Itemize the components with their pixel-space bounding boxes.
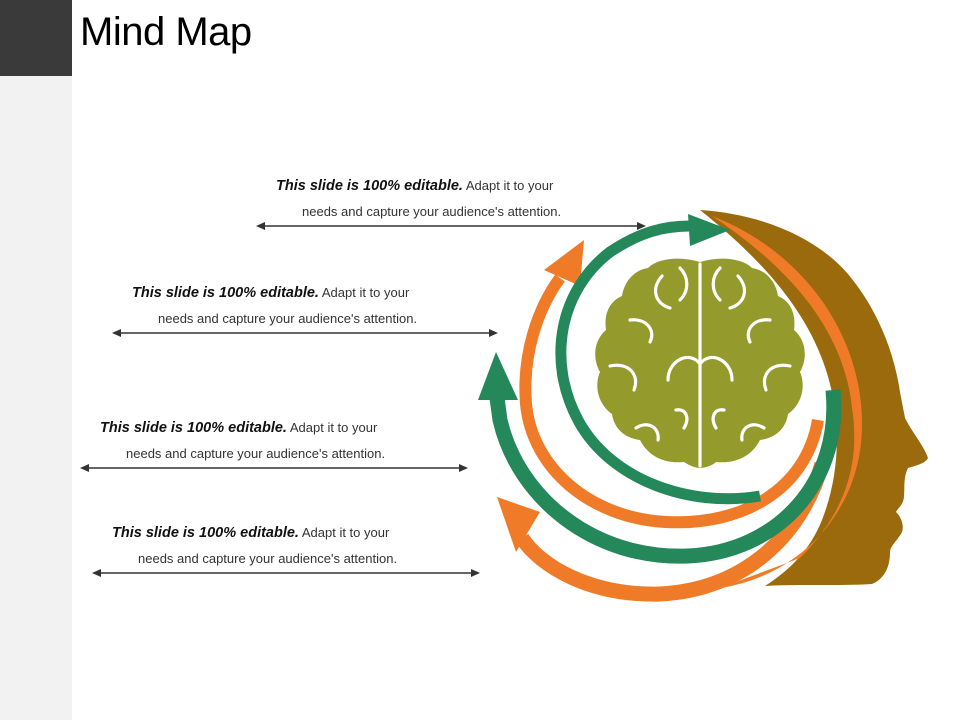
callout-1-line2: needs and capture your audience's attent… bbox=[302, 204, 562, 219]
green-inner-arrowhead bbox=[688, 214, 730, 246]
callout-4-rest: Adapt it to your bbox=[298, 525, 390, 540]
callout-4: This slide is 100% editable. Adapt it to… bbox=[92, 520, 480, 590]
head-silhouette-icon bbox=[700, 210, 928, 586]
green-inner-arc bbox=[555, 220, 761, 505]
brain-icon bbox=[595, 258, 805, 468]
callout-1-double-arrow bbox=[256, 222, 646, 230]
callout-3-line2: needs and capture your audience's attent… bbox=[126, 446, 386, 461]
left-sidebar-band bbox=[0, 0, 72, 720]
callout-2-rest: Adapt it to your bbox=[318, 285, 410, 300]
callout-2-line2: needs and capture your audience's attent… bbox=[158, 311, 418, 326]
callout-3: This slide is 100% editable. Adapt it to… bbox=[80, 415, 468, 485]
callout-3-double-arrow bbox=[80, 464, 468, 472]
callout-4-bold: This slide is 100% editable. bbox=[112, 525, 299, 541]
callout-1-bold: This slide is 100% editable. bbox=[276, 178, 463, 194]
orange-inner-arrowhead bbox=[544, 240, 584, 286]
orange-outer-arrowhead bbox=[497, 497, 540, 552]
callout-2: This slide is 100% editable. Adapt it to… bbox=[112, 280, 498, 350]
callout-2-bold: This slide is 100% editable. bbox=[132, 285, 319, 301]
callout-2-double-arrow bbox=[112, 329, 498, 337]
callout-3-bold: This slide is 100% editable. bbox=[100, 420, 287, 436]
orange-outer-arc bbox=[515, 461, 830, 602]
green-outer-arrowhead bbox=[478, 352, 518, 400]
callout-4-line2: needs and capture your audience's attent… bbox=[138, 551, 398, 566]
orange-inner-arc bbox=[519, 274, 824, 529]
callout-1: This slide is 100% editable. Adapt it to… bbox=[256, 173, 646, 243]
page-title: Mind Map bbox=[80, 10, 252, 54]
green-outer-arc bbox=[489, 389, 842, 564]
callout-1-rest: Adapt it to your bbox=[462, 178, 554, 193]
callout-4-double-arrow bbox=[92, 569, 480, 577]
title-accent-block bbox=[0, 0, 72, 76]
callout-3-rest: Adapt it to your bbox=[286, 420, 378, 435]
orange-outer-swoosh bbox=[712, 216, 863, 588]
